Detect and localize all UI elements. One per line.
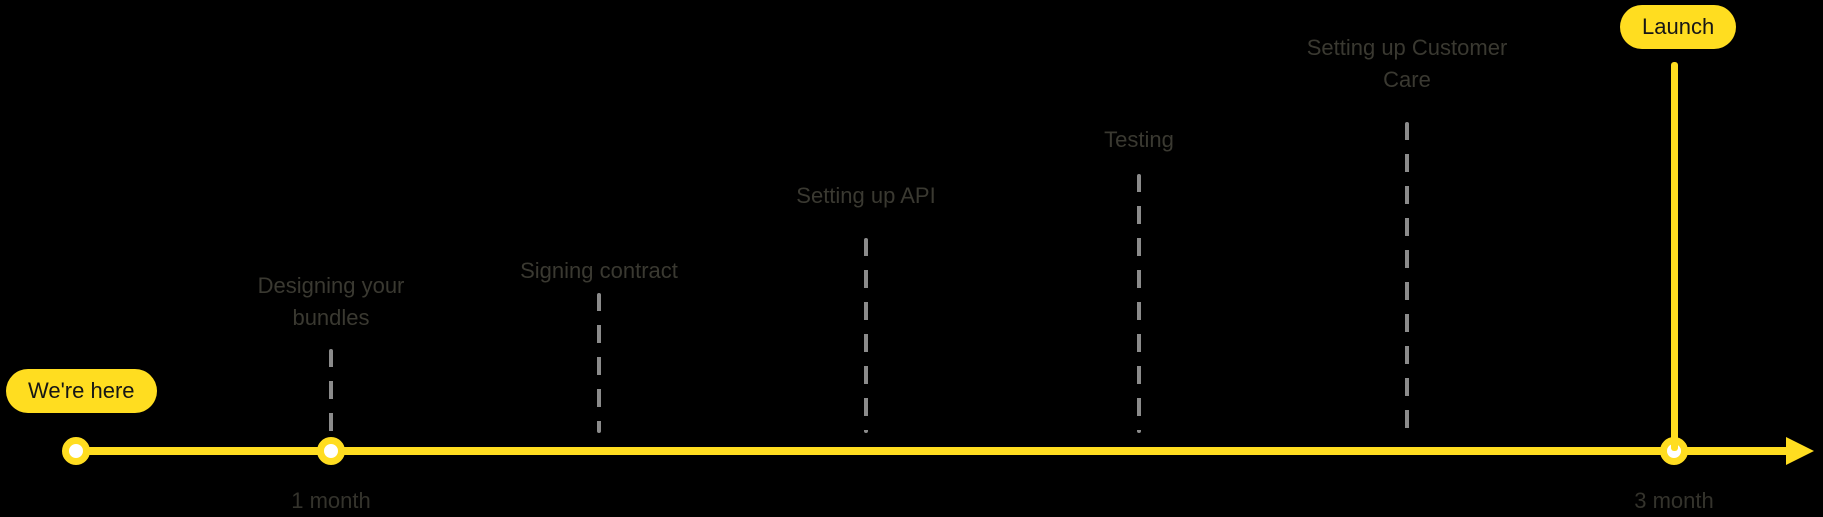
launch-badge: Launch (1620, 5, 1737, 49)
milestone-dash-setting-up-api (864, 238, 868, 433)
time-label-3-month: 3 month (1634, 488, 1714, 513)
time-label-1-month: 1 month (291, 488, 371, 513)
milestone-label-testing: Testing (1104, 127, 1174, 152)
timeline-node-start (62, 437, 90, 465)
launch-connector-line (1671, 62, 1678, 451)
milestone-label-setting-up-api: Setting up API (796, 183, 936, 208)
milestone-dash-testing (1137, 174, 1141, 433)
timeline-arrowhead-icon (1786, 437, 1814, 465)
were-here-badge: We're here (6, 369, 157, 413)
timeline-node-1-month (317, 437, 345, 465)
milestone-dash-customer-care (1405, 122, 1409, 433)
milestone-label-signing-contract: Signing contract (520, 258, 678, 283)
milestone-label-designing-bundles: Designing your bundles (257, 273, 405, 330)
milestone-dash-designing-bundles (329, 349, 333, 433)
milestone-dash-signing-contract (597, 293, 601, 433)
timeline-line (64, 447, 1790, 455)
milestone-label-customer-care: Setting up Customer Care (1306, 35, 1508, 92)
